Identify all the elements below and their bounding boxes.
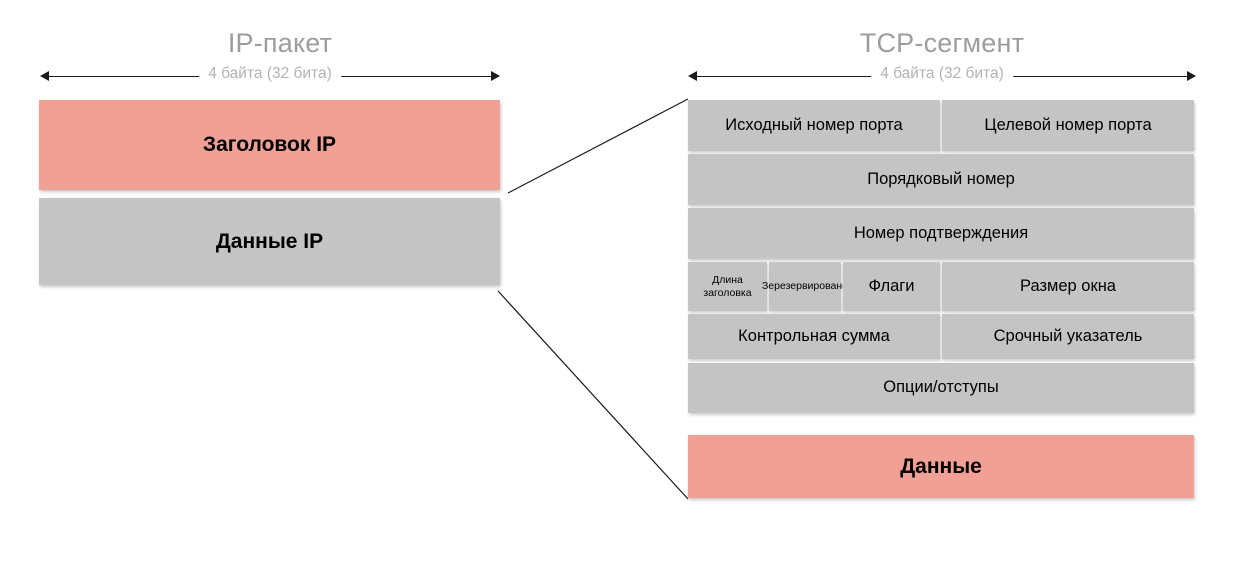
tcp-field-sequence-number: Порядковый номер bbox=[688, 154, 1194, 205]
tcp-field-destination-port: Целевой номер порта bbox=[942, 100, 1194, 151]
tcp-segment-width-label: 4 байта (32 бита) bbox=[871, 64, 1013, 84]
tcp-segment-title: TCP-сегмент bbox=[859, 28, 1025, 58]
tcp-data-block: Данные bbox=[688, 435, 1194, 498]
ip-data-block: Данные IP bbox=[39, 198, 500, 285]
arrow-right-icon bbox=[1187, 71, 1196, 81]
tcp-field-flags: Флаги bbox=[843, 262, 940, 311]
connector-line-lower bbox=[497, 290, 689, 500]
tcp-field-source-port: Исходный номер порта bbox=[688, 100, 940, 151]
tcp-field-reserved: Зерезервировано bbox=[762, 262, 848, 311]
ip-packet-title: IP-пакет bbox=[227, 28, 333, 58]
tcp-field-acknowledgement-number: Номер подтверждения bbox=[688, 208, 1194, 259]
arrow-left-icon bbox=[688, 71, 697, 81]
arrow-left-icon bbox=[40, 71, 49, 81]
tcp-field-checksum: Контрольная сумма bbox=[688, 314, 940, 359]
tcp-field-urgent-pointer: Срочный указатель bbox=[942, 314, 1194, 359]
tcp-field-options-padding: Опции/отступы bbox=[688, 363, 1194, 413]
tcp-field-window-size: Размер окна bbox=[942, 262, 1194, 311]
tcp-segment-width-ruler: 4 байта (32 бита) bbox=[688, 64, 1196, 87]
arrow-right-icon bbox=[491, 71, 500, 81]
ip-header-block: Заголовок IP bbox=[39, 100, 500, 190]
connector-line-upper bbox=[507, 98, 689, 194]
tcp-field-header-length: Длина заголовка bbox=[688, 262, 767, 311]
ip-packet-width-ruler: 4 байта (32 бита) bbox=[40, 64, 500, 87]
ip-packet-width-label: 4 байта (32 бита) bbox=[199, 64, 341, 84]
